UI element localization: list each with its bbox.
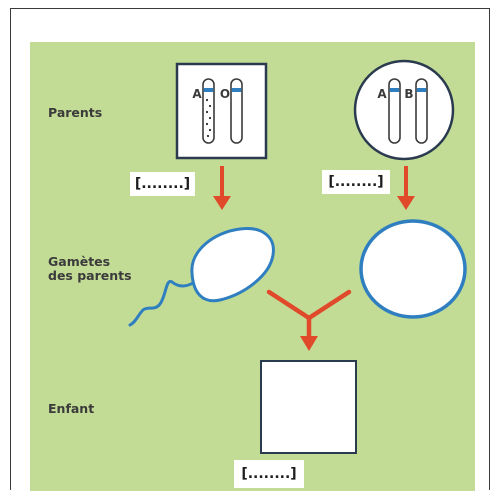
sperm-gamete (128, 227, 275, 327)
child-phenotype-blank[interactable]: [........] (234, 460, 304, 488)
parent2-phenotype-blank[interactable]: [........] (322, 170, 390, 194)
parent2-allele-b: B (404, 87, 413, 101)
parent1-box (175, 62, 268, 160)
egg-gamete (359, 219, 467, 319)
arrow-parent2-to-gamete (397, 166, 415, 210)
arrow-gametes-to-child (266, 289, 352, 351)
parent1-allele-o: O (220, 87, 230, 101)
outer-frame (10, 8, 490, 490)
child-box (260, 360, 357, 454)
parent1-locus-a (203, 88, 214, 92)
parent1-allele-a: A (192, 87, 202, 101)
parent2-circle (353, 59, 455, 161)
parent2-allele-a: A (377, 87, 387, 101)
arrow-parent1-to-gamete (213, 166, 231, 210)
label-gametes: Gamètes des parents (48, 254, 132, 283)
label-parents: Parents (48, 105, 103, 120)
parent1-chromosome-a (202, 78, 215, 144)
parent2-chromosome-b (415, 78, 428, 144)
parent1-locus-o (231, 88, 242, 92)
parent2-locus-a (389, 88, 400, 92)
parent2-chromosome-a (388, 78, 401, 144)
label-enfant: Enfant (48, 401, 95, 416)
parent1-chromosome-o (230, 78, 243, 144)
parent1-phenotype-blank[interactable]: [........] (130, 172, 195, 196)
parent1-chromosome-dots (205, 98, 212, 138)
parent2-locus-b (416, 88, 427, 92)
